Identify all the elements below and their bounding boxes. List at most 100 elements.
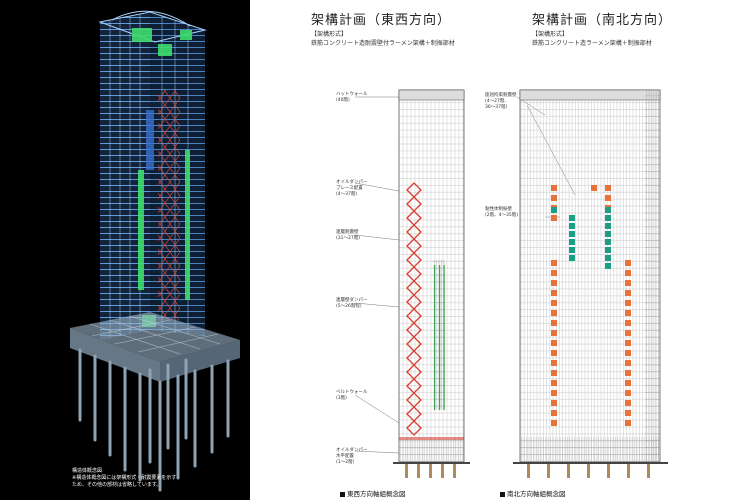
structure-3d-drawing — [70, 10, 240, 492]
oil-damper-brace — [406, 294, 422, 310]
buckling-restrained-wall — [551, 390, 557, 396]
buckling-restrained-wall — [551, 215, 557, 221]
buckling-restrained-wall — [625, 400, 631, 406]
buckling-restrained-wall — [551, 195, 557, 201]
buckling-restrained-wall — [551, 420, 557, 426]
buckling-restrained-wall — [625, 330, 631, 336]
viscous-damper-wall — [605, 207, 611, 213]
oil-damper-brace — [406, 182, 422, 198]
frame-type: 鉄筋コンクリート造耐震壁付ラーメン架構＋制振部材 — [311, 40, 455, 47]
buckling-restrained-wall — [625, 420, 631, 426]
viscous-damper-wall — [569, 255, 575, 261]
buckling-restrained-wall — [625, 300, 631, 306]
annotation-line: (5～26階程) — [336, 304, 362, 309]
oil-damper-brace — [406, 252, 422, 268]
annotation-hat-wall: ハットウォール (40階) — [336, 92, 368, 104]
east-west-caption-text: 東西方向軸組概念図 — [347, 490, 406, 498]
annotation-line: オイルダンパー — [336, 448, 368, 453]
caption-line: ため、その他の部材は省略しています。 — [72, 482, 162, 488]
annotation-buckling-wall: 座屈拘束耐震壁 (4～27階、 36～37階) — [485, 93, 517, 111]
viscous-damper-wall — [605, 239, 611, 245]
buckling-restrained-wall — [625, 270, 631, 276]
annotation-line: (40階) — [336, 98, 350, 103]
viscous-damper-wall — [569, 231, 575, 237]
structure-3d-caption: 構造体概念図 ※構造体概念図には架構形式・耐震要素を示す ため、その他の部材は省… — [72, 468, 222, 489]
buckling-restrained-wall — [551, 400, 557, 406]
annotation-line: (3階) — [336, 396, 347, 401]
buckling-restrained-wall — [551, 310, 557, 316]
buckling-restrained-wall — [551, 320, 557, 326]
oil-damper-brace — [406, 266, 422, 282]
buckling-restrained-wall — [625, 370, 631, 376]
annotation-shear-wall: 連層耐震壁 (31～27階) — [336, 230, 360, 242]
oil-damper-brace — [406, 238, 422, 254]
north-south-caption-text: 南北方向軸組概念図 — [507, 490, 566, 498]
viscous-damper-wall — [605, 255, 611, 261]
viscous-damper-wall — [605, 263, 611, 269]
oil-damper-brace — [406, 364, 422, 380]
buckling-restrained-wall — [625, 310, 631, 316]
north-south-title: 架構計画（南北方向） — [532, 13, 673, 28]
annotation-line: 連層壁ダンパー — [336, 298, 368, 303]
buckling-restrained-wall — [591, 185, 597, 191]
buckling-restrained-wall — [625, 350, 631, 356]
buckling-restrained-wall — [551, 270, 557, 276]
oil-damper-brace — [406, 280, 422, 296]
buckling-restrained-wall — [551, 410, 557, 416]
buckling-restrained-wall — [551, 185, 557, 191]
oil-damper-brace — [406, 350, 422, 366]
annotation-oil-damper-horizontal: オイルダンパー 水平配置 (1～2階) — [336, 448, 368, 466]
buckling-restrained-wall — [605, 185, 611, 191]
viscous-damper-wall — [551, 207, 557, 213]
viscous-damper-wall — [605, 215, 611, 221]
viscous-damper-wall — [569, 247, 575, 253]
oil-damper-brace — [406, 406, 422, 422]
annotation-line: (4～37階) — [336, 192, 358, 197]
buckling-restrained-wall — [625, 280, 631, 286]
annotation-line: ベルトウォール — [336, 390, 368, 395]
structure-3d-model: 構造体概念図 ※構造体概念図には架構形式・耐震要素を示す ため、その他の部材は省… — [0, 0, 250, 500]
annotation-line: 座屈拘束耐震壁 — [485, 93, 517, 98]
annotation-line: ブレース配置 — [336, 186, 363, 191]
caption-line: ※構造体概念図には架構形式・耐震要素を示す — [72, 475, 177, 481]
annotation-viscous-wall: 粘性体制振壁 (2階、4～35階) — [485, 207, 518, 219]
annotation-line: (1～2階) — [336, 460, 355, 465]
viscous-damper-wall — [605, 231, 611, 237]
viscous-damper-wall — [569, 239, 575, 245]
annotation-line: 粘性体制振壁 — [485, 207, 512, 212]
frame-type: 鉄筋コンクリート造ラーメン架構＋制振部材 — [532, 40, 652, 47]
buckling-restrained-wall — [625, 260, 631, 266]
oil-damper-brace — [406, 308, 422, 324]
buckling-restrained-wall — [551, 330, 557, 336]
north-south-caption: 南北方向軸組概念図 — [500, 488, 566, 498]
viscous-damper-wall — [569, 215, 575, 221]
oil-damper-brace — [406, 322, 422, 338]
annotation-wall-damper: 連層壁ダンパー (5～26階程) — [336, 298, 368, 310]
east-west-title: 架構計画（東西方向） — [311, 13, 452, 28]
annotation-line: (4～27階、 — [485, 99, 509, 104]
oil-damper-brace — [406, 336, 422, 352]
oil-damper-brace — [406, 210, 422, 226]
frame-heading: 【架構形式】 — [532, 31, 569, 38]
annotation-line: 36～37階) — [485, 105, 508, 110]
viscous-damper-wall — [605, 247, 611, 253]
buckling-restrained-wall — [551, 280, 557, 286]
annotation-line: 水平配置 — [336, 454, 354, 459]
buckling-restrained-wall — [625, 410, 631, 416]
buckling-restrained-wall — [551, 340, 557, 346]
annotation-line: 連層耐震壁 — [336, 230, 359, 235]
oil-damper-brace — [406, 224, 422, 240]
buckling-restrained-wall — [605, 195, 611, 201]
east-west-elevation — [355, 89, 470, 478]
buckling-restrained-wall — [551, 380, 557, 386]
buckling-restrained-wall — [551, 300, 557, 306]
north-south-frame-info: 【架構形式】 鉄筋コンクリート造ラーメン架構＋制振部材 — [532, 30, 652, 48]
caption-line: 構造体概念図 — [72, 468, 103, 474]
buckling-restrained-wall — [625, 290, 631, 296]
viscous-damper-wall — [569, 223, 575, 229]
buckling-restrained-wall — [625, 390, 631, 396]
buckling-restrained-wall — [551, 360, 557, 366]
buckling-restrained-wall — [551, 350, 557, 356]
east-west-caption: 東西方向軸組概念図 — [340, 488, 406, 498]
buckling-restrained-wall — [551, 260, 557, 266]
